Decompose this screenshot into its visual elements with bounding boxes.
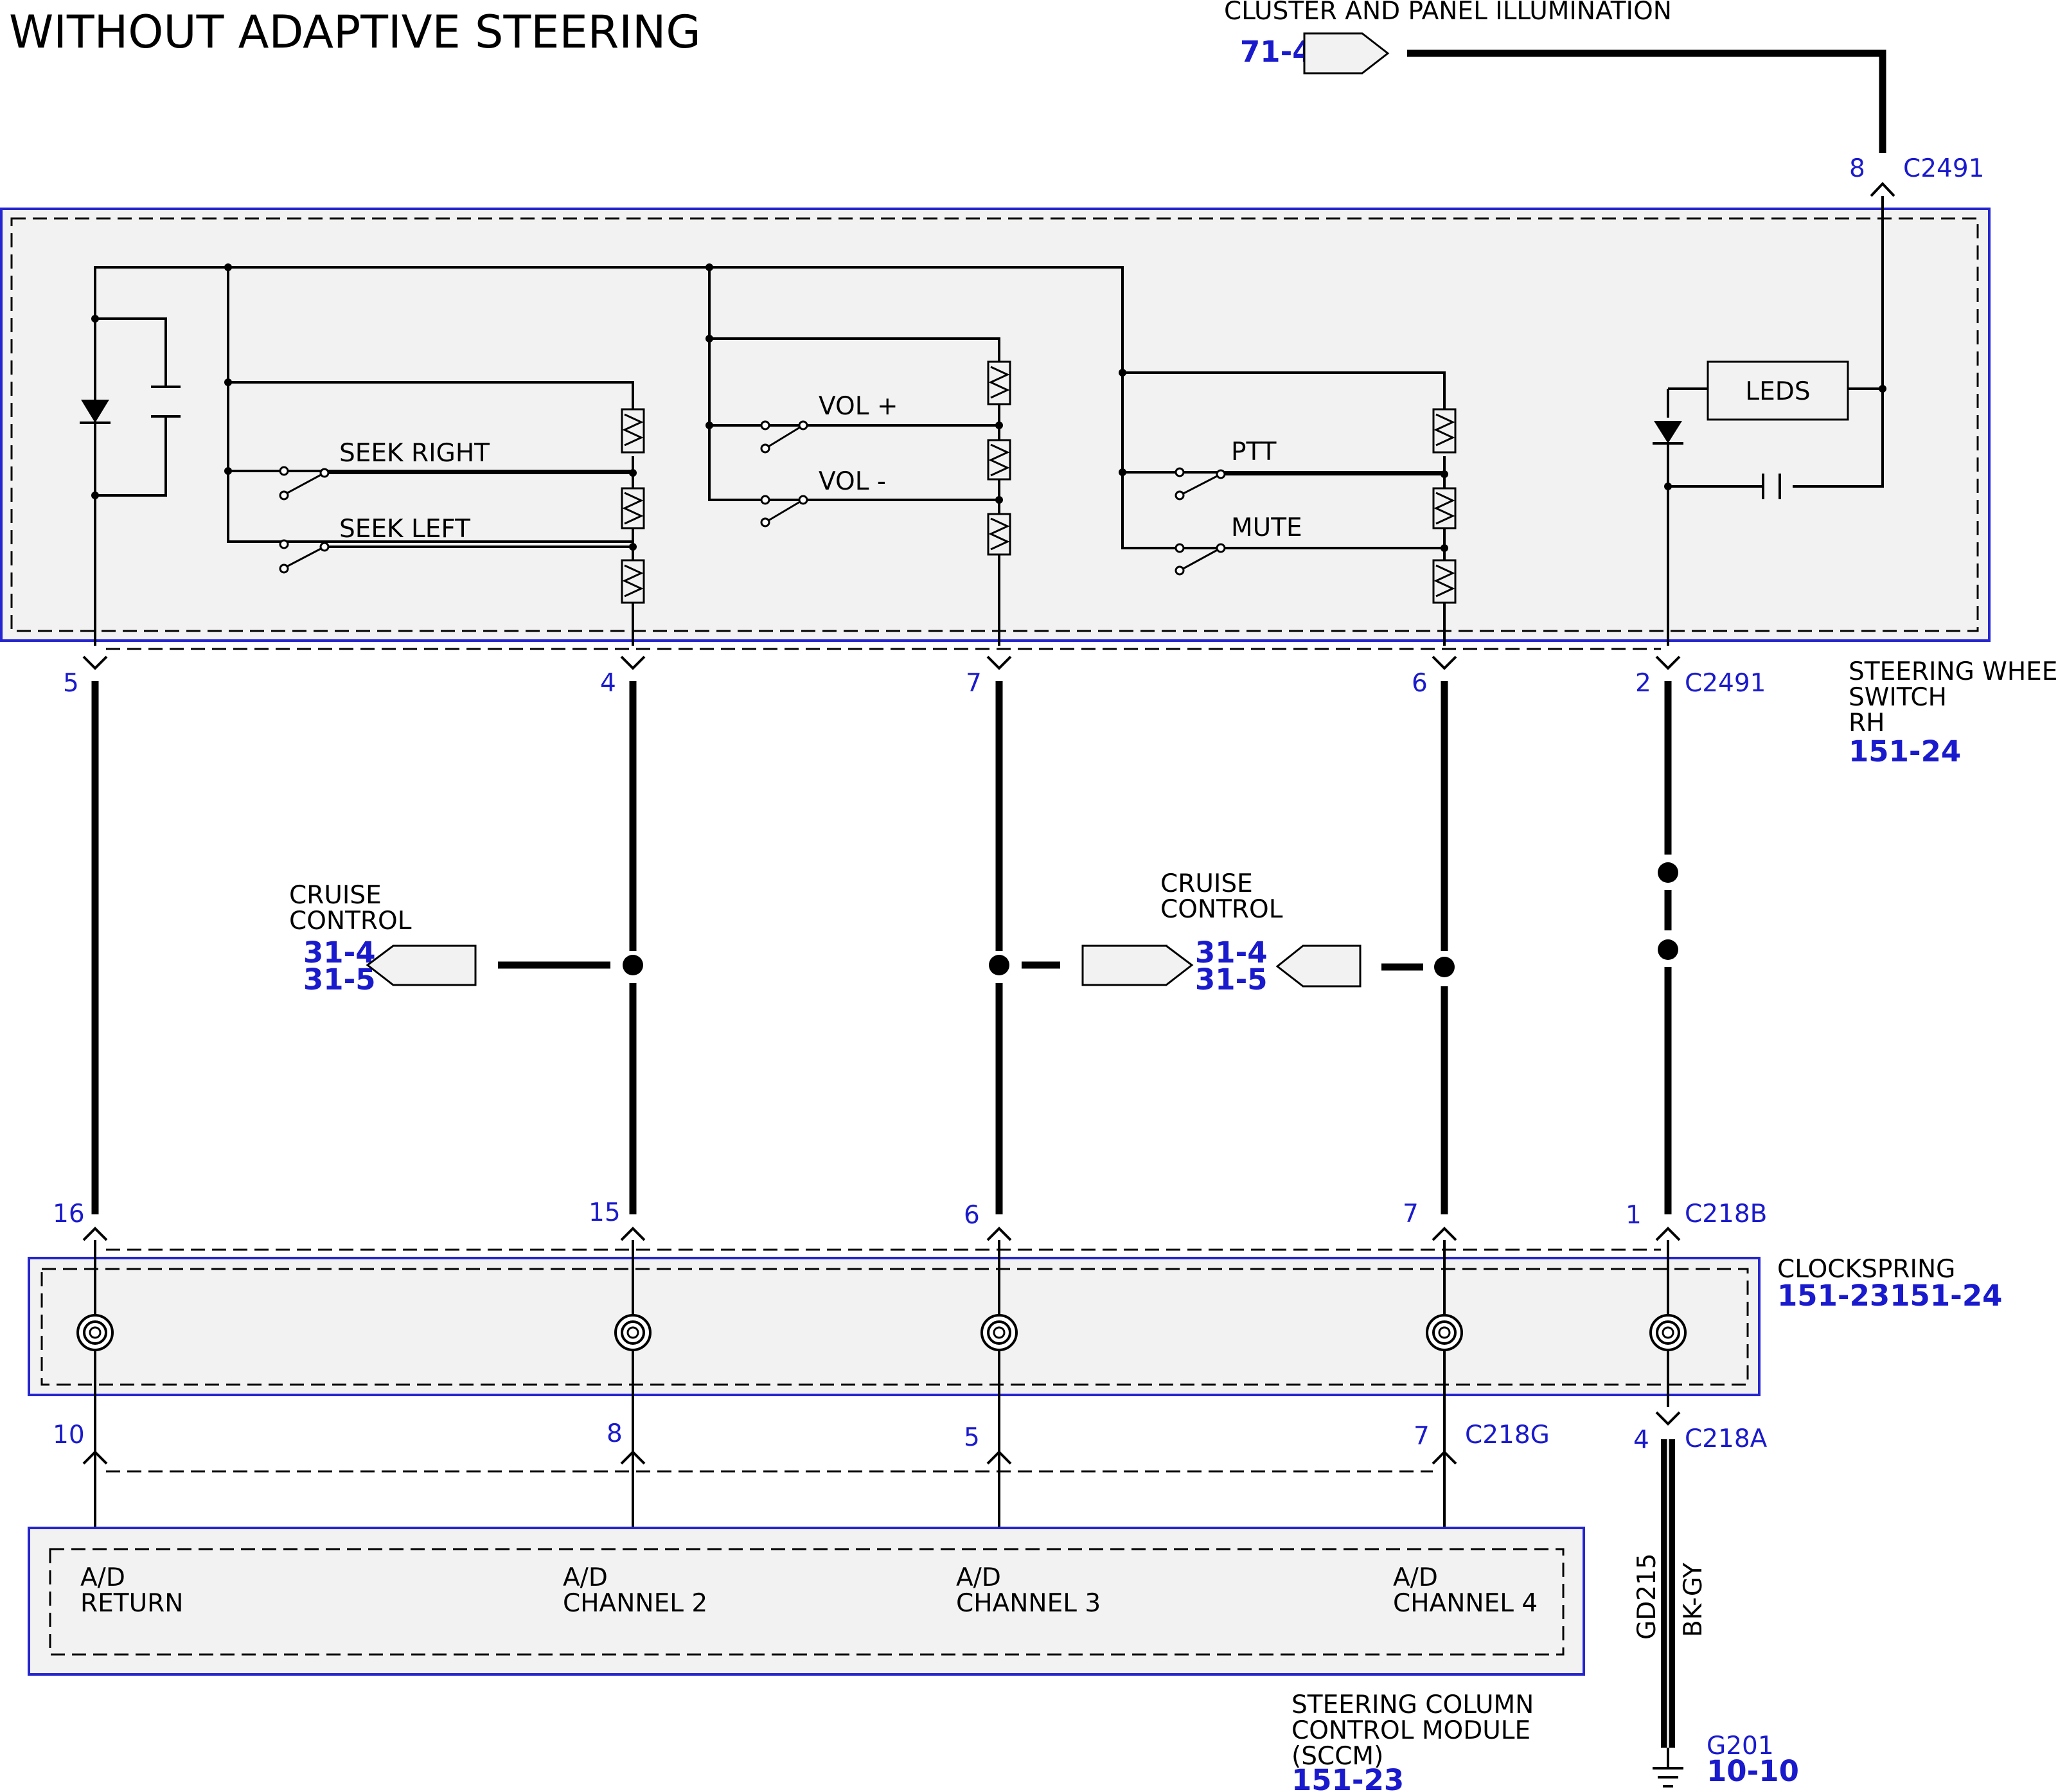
switch-vol-minus: VOL - — [819, 467, 886, 496]
sccm-ch3-line-1: A/D — [956, 1563, 1001, 1592]
swsw-ref[interactable]: 151-24 — [1849, 734, 1961, 768]
cruise-right-ref-1[interactable]: 31-4 — [1195, 936, 1268, 970]
cruise-mid-connector-arrow — [1081, 945, 1194, 986]
sccm-ch2-line-1: A/D — [563, 1563, 608, 1592]
sccm-ch4-line-1: A/D — [1393, 1563, 1438, 1592]
ground-wire-color: BK-GY — [1679, 1563, 1708, 1637]
swsw-name-line-1: STEERING WHEEL — [1849, 657, 2058, 686]
c218a-connector: C218A — [1685, 1424, 1768, 1453]
clockspring-name: CLOCKSPRING — [1777, 1255, 1955, 1284]
resistor-icons — [621, 360, 1457, 604]
cruise-left-connector-arrow — [366, 945, 477, 986]
c218b-pin-15: 15 — [589, 1198, 621, 1227]
c218g-pin-8: 8 — [607, 1419, 623, 1448]
switch-contacts — [228, 420, 1444, 576]
junction-dots — [91, 263, 1886, 552]
cruise-right-connector-arrow — [1275, 945, 1362, 988]
cluster-connector-arrow — [1303, 32, 1390, 75]
leds-label: LEDS — [1745, 377, 1810, 406]
splice-dots — [623, 862, 1678, 977]
swsw-name-line-2: SWITCH — [1849, 683, 1947, 712]
ground-icon — [1653, 1748, 1683, 1788]
c2491-pin-7: 7 — [966, 669, 982, 698]
switch-mute: MUTE — [1231, 513, 1302, 542]
c2491-top-pin: 8 — [1849, 154, 1865, 183]
sccm-ch1-line-2: RETURN — [80, 1589, 183, 1618]
switch-vol-plus: VOL + — [819, 392, 898, 421]
c2491-pin-6: 6 — [1412, 669, 1428, 698]
cruise-right-line-1: CRUISE — [1160, 869, 1253, 898]
sccm-name-line-2: CONTROL MODULE — [1291, 1716, 1530, 1745]
sccm-name-line-1: STEERING COLUMN — [1291, 1690, 1534, 1719]
cruise-left-ref-2[interactable]: 31-5 — [303, 963, 376, 997]
c218b-connector: C218B — [1685, 1200, 1767, 1229]
clockspring-box — [28, 1257, 1761, 1396]
c2491-pin-2: 2 — [1635, 669, 1651, 698]
cluster-ref[interactable]: 71-4 — [1240, 35, 1313, 69]
c218a-pin-4: 4 — [1633, 1426, 1649, 1455]
switch-seek-left: SEEK LEFT — [339, 515, 470, 544]
c218b-pin-7: 7 — [1403, 1200, 1419, 1229]
cruise-left-ref-1[interactable]: 31-4 — [303, 936, 376, 970]
switch-seek-right: SEEK RIGHT — [339, 439, 490, 468]
diode-icon — [81, 400, 109, 423]
sccm-ch2-line-2: CHANNEL 2 — [563, 1589, 707, 1618]
sccm-ch1-line-1: A/D — [80, 1563, 125, 1592]
ground-circuit: GD215 — [1633, 1553, 1662, 1640]
cluster-label: CLUSTER AND PANEL ILLUMINATION — [1224, 0, 1672, 26]
sccm-dashed-border — [49, 1548, 1565, 1656]
c218g-pin-7: 7 — [1414, 1422, 1430, 1451]
clockspring-dashed-border — [40, 1268, 1749, 1386]
c218b-pin-16: 16 — [53, 1200, 85, 1229]
sccm-ch3-line-2: CHANNEL 3 — [956, 1589, 1101, 1618]
harness-wires — [91, 681, 1672, 1214]
c2491-connector: C2491 — [1685, 669, 1766, 698]
clockspring-wires — [94, 1240, 1669, 1536]
c218g-connector: C218G — [1465, 1421, 1550, 1450]
c2491-pin-4: 4 — [600, 669, 616, 698]
clockspring-ref[interactable]: 151-23151-24 — [1777, 1279, 2002, 1313]
cruise-right-line-2: CONTROL — [1160, 895, 1283, 924]
c2491-top-connector: C2491 — [1903, 154, 1984, 183]
clockspring-coil-icons — [76, 1314, 1687, 1351]
leds-box — [1707, 360, 1849, 421]
cruise-left-line-1: CRUISE — [289, 881, 382, 910]
ground-ref[interactable]: 10-10 — [1707, 1754, 1799, 1788]
c218g-chevrons — [82, 1411, 1681, 1465]
steering-wheel-switch-dashed-border — [10, 217, 1979, 632]
c218b-chevrons — [82, 1227, 1681, 1241]
cruise-left-line-2: CONTROL — [289, 907, 412, 936]
ground-name: G201 — [1707, 1732, 1774, 1761]
c2491-pin-5: 5 — [63, 669, 79, 698]
sccm-ref[interactable]: 151-23 — [1291, 1763, 1404, 1792]
c218b-pin-6: 6 — [964, 1201, 980, 1230]
c218g-pin-10: 10 — [53, 1421, 85, 1450]
cruise-right-ref-2[interactable]: 31-5 — [1195, 963, 1268, 997]
swsw-name-line-3: RH — [1849, 709, 1885, 738]
diagram-title: WITHOUT ADAPTIVE STEERING — [9, 6, 701, 58]
c218g-pin-5: 5 — [964, 1423, 980, 1452]
sccm-name-line-3: (SCCM) — [1291, 1742, 1383, 1771]
connector-chevron — [1870, 182, 1895, 197]
c218b-pin-1: 1 — [1626, 1201, 1642, 1230]
c2491-chevrons — [82, 655, 1681, 670]
switch-ptt: PTT — [1231, 438, 1277, 466]
led-diode-icon — [1654, 421, 1682, 443]
sccm-box — [28, 1527, 1585, 1676]
ground-wire — [1661, 1439, 1675, 1748]
illumination-wire — [1407, 49, 1886, 153]
sccm-ch4-line-2: CHANNEL 4 — [1393, 1589, 1538, 1618]
